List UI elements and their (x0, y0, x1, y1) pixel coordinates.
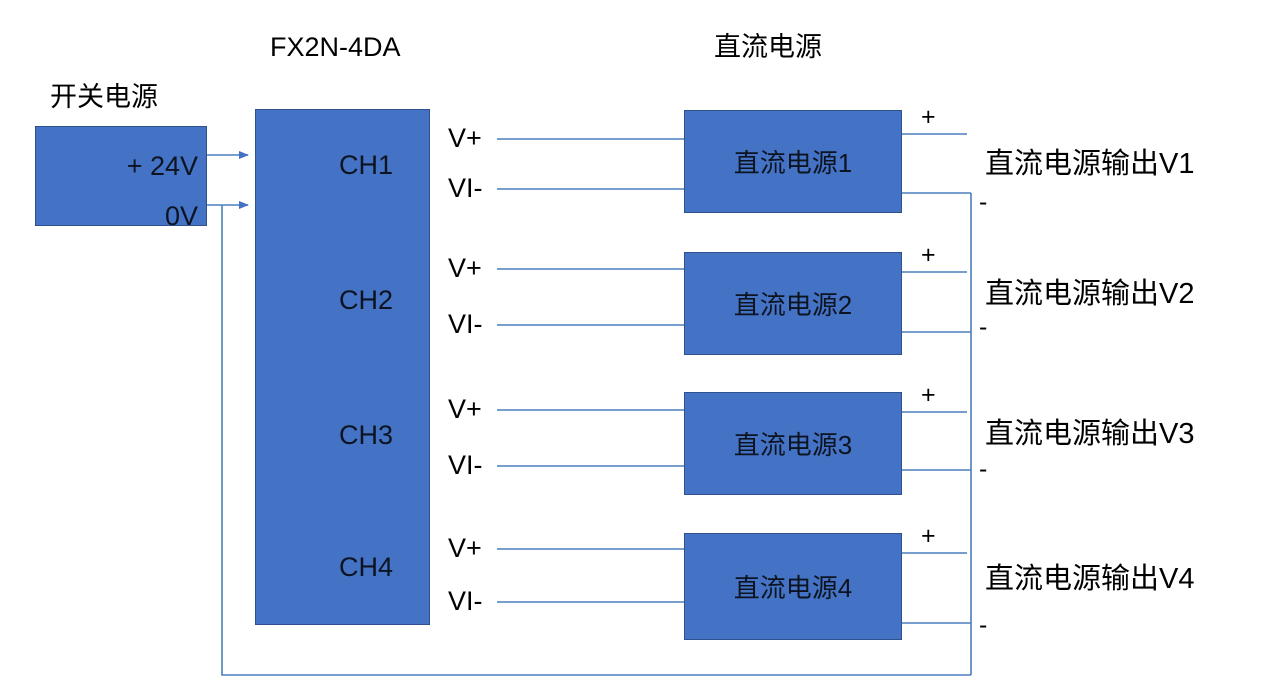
port-label-ch4-vplus: V+ (448, 533, 482, 563)
dc-supply-box-1[interactable]: 直流电源1 (684, 110, 902, 213)
channel-label-ch1: CH1 (339, 150, 394, 180)
dc-supply-box-4[interactable]: 直流电源4 (684, 533, 902, 640)
port-label-ch4-vminus: VI- (448, 586, 483, 616)
output-label-v1: 直流电源输出V1 (985, 148, 1195, 180)
dc-supply-label-3: 直流电源3 (733, 430, 853, 460)
caption-switching-power-supply: 开关电源 (50, 82, 158, 112)
fx2n-4da-module-box[interactable] (255, 109, 430, 625)
dc-supply-label-2: 直流电源2 (733, 290, 853, 320)
port-label-ch3-vminus: VI- (448, 450, 483, 480)
terminal-sign-plus-1: + (921, 103, 936, 131)
terminal-sign-minus-4: - (979, 611, 988, 639)
terminal-sign-minus-3: - (979, 455, 988, 483)
port-label-ch3-vplus: V+ (448, 394, 482, 424)
dc-supply-label-1: 直流电源1 (733, 148, 853, 178)
port-label-ch2-vplus: V+ (448, 253, 482, 283)
title-dc-power: 直流电源 (714, 32, 822, 62)
dc-supply-label-4: 直流电源4 (733, 573, 853, 603)
channel-label-ch4: CH4 (339, 552, 394, 582)
terminal-sign-minus-2: - (979, 313, 988, 341)
terminal-sign-plus-2: + (921, 241, 936, 269)
terminal-sign-plus-4: + (921, 522, 936, 550)
output-label-v2: 直流电源输出V2 (985, 278, 1195, 310)
port-label-ch2-vminus: VI- (448, 309, 483, 339)
psu-terminal-0v: 0V (164, 201, 198, 231)
port-label-ch1-vminus: VI- (448, 173, 483, 203)
output-label-v3: 直流电源输出V3 (985, 418, 1195, 450)
terminal-sign-minus-1: - (979, 188, 988, 216)
dc-supply-box-3[interactable]: 直流电源3 (684, 392, 902, 495)
wire-common-return (221, 205, 971, 676)
channel-label-ch3: CH3 (339, 420, 394, 450)
dc-supply-box-2[interactable]: 直流电源2 (684, 252, 902, 355)
title-fx2n-4da: FX2N-4DA (270, 32, 401, 62)
switching-power-supply-box[interactable]: + 24V 0V (35, 126, 207, 231)
output-label-v4: 直流电源输出V4 (985, 563, 1195, 595)
channel-label-ch2: CH2 (339, 285, 394, 315)
psu-terminal-24v: + 24V (126, 151, 198, 181)
terminal-sign-plus-3: + (921, 381, 936, 409)
port-label-ch1-vplus: V+ (448, 123, 482, 153)
